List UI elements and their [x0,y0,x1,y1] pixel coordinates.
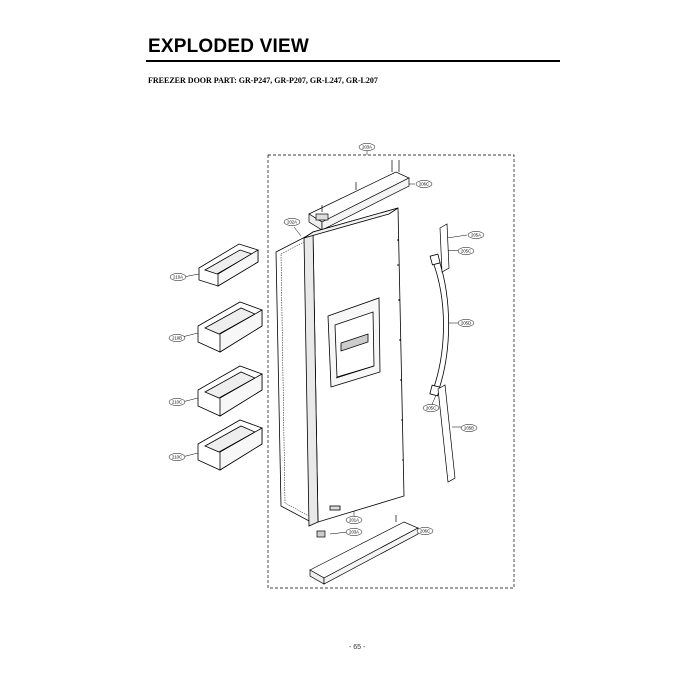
callout-205a: 205A [467,231,485,239]
assembly-boundary [267,154,515,589]
callout-210a: 210A [169,273,187,281]
door-bin-210c-lower [197,419,263,471]
door-handle [429,253,450,397]
callout-205b: 205B [460,424,478,432]
callout-210b: 210B [168,334,186,342]
freezer-door [303,207,405,527]
callout-201a: 201A [345,516,363,524]
callout-205c-label: 205C [461,249,471,254]
callout-205d-label: 205D [461,321,471,326]
callout-203a-bottom-label: 203A [349,530,359,535]
door-bin-210c-upper [197,365,263,417]
door-bin-210a [198,243,259,287]
top-hinge-cap [308,160,410,231]
callout-202a: 202A [283,218,301,226]
callout-205d: 205D [457,319,475,327]
callout-201a-label: 201A [349,518,359,523]
callout-205c: 205C [457,247,475,255]
door-bin-210b [197,301,263,353]
callout-203a: 203A [358,143,376,151]
callout-210c-2-label: 210C [172,455,182,460]
bottom-hinge-cover [309,515,419,585]
callout-210c-1: 210C [168,398,186,406]
door-mount-holes [397,239,404,461]
page-number: - 65 - [349,644,366,651]
callout-206c-top-label: 206C [419,182,429,187]
callout-210b-label: 210B [172,336,182,341]
callout-206c-top: 206C [415,180,433,188]
callout-202a-label: 202A [287,220,297,225]
callout-205b-label: 205B [464,426,474,431]
callout-205a-label: 205A [471,233,481,238]
callout-206c-bottom: 206C [416,527,434,535]
callout-205c-lower: 205C [422,404,440,412]
callout-206c-bottom-label: 206C [420,529,430,534]
callout-210c-2: 210C [168,453,186,461]
callout-203a-label: 203A [362,145,372,150]
page-title: EXPLODED VIEW [148,36,309,57]
callout-205c-lower-label: 205C [426,406,436,411]
handle-caps [437,223,456,483]
callout-203a-bottom: 203A [345,528,363,536]
title-rule [146,60,560,62]
callout-210c-1-label: 210C [172,400,182,405]
callout-210a-label: 210A [173,275,183,280]
page-subtitle: FREEZER DOOR PART: GR-P247, GR-P207, GR-… [148,76,378,85]
